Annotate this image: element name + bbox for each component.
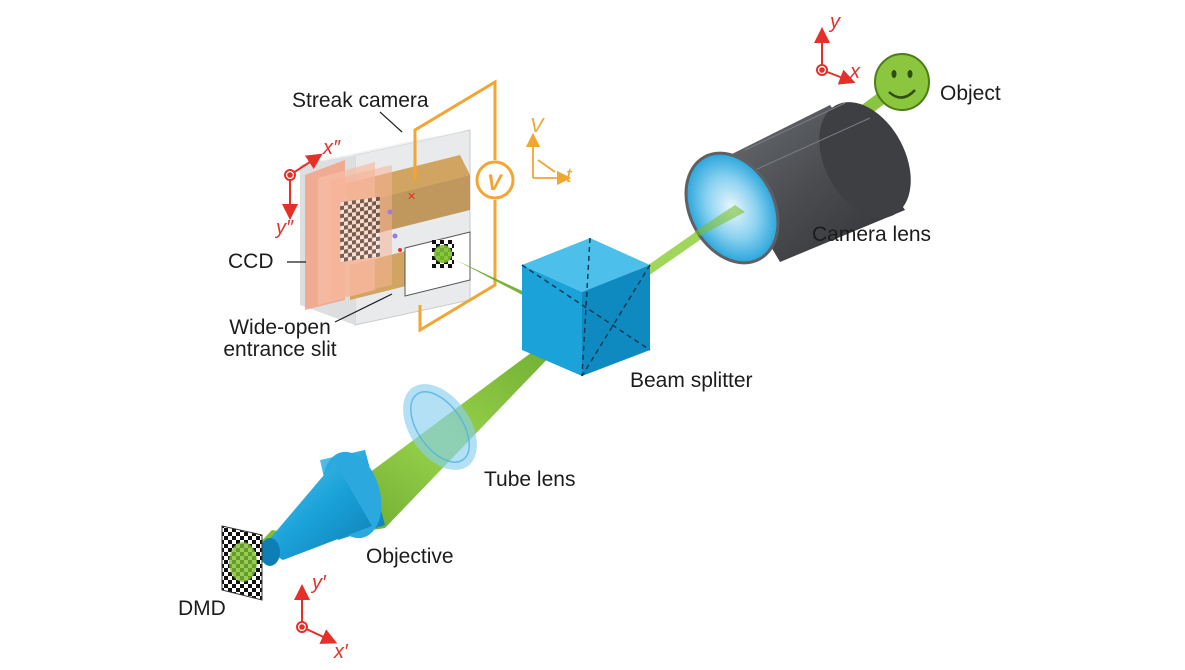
camera-lens <box>684 102 911 265</box>
leader-lines <box>287 111 403 323</box>
label-object: Object <box>940 82 1001 105</box>
object-axis-x: x <box>850 61 860 83</box>
dmd-axes <box>294 584 338 644</box>
label-entrance-slit: Wide-open entrance slit <box>205 316 355 362</box>
object-axes <box>814 27 856 85</box>
streak-axes <box>282 153 323 220</box>
label-camera-lens: Camera lens <box>812 223 932 246</box>
streak-axis-x: x″ <box>323 137 341 159</box>
label-entrance-slit-line1: Wide-open <box>229 316 331 339</box>
objective-lens <box>260 450 385 566</box>
dmd-axis-x: x′ <box>334 641 348 663</box>
label-dmd: DMD <box>178 597 226 620</box>
streak-axis-y: y″ <box>276 217 294 239</box>
label-tube-lens: Tube lens <box>484 468 576 491</box>
sweep-ramp-icon <box>525 132 572 186</box>
sweep-axis-t: t <box>566 165 572 187</box>
label-ccd: CCD <box>228 250 274 273</box>
tube-lens <box>403 384 477 470</box>
svg-text:✕: ✕ <box>407 191 416 203</box>
beam-splitter <box>521 237 651 377</box>
label-objective: Objective <box>366 545 454 568</box>
object-smiley <box>874 53 930 111</box>
streak-camera: ✕ <box>300 129 471 326</box>
label-entrance-slit-line2: entrance slit <box>223 338 337 362</box>
dmd-mask <box>221 525 263 601</box>
dmd-axis-y: y′ <box>312 572 326 594</box>
sweep-circuit <box>413 79 515 333</box>
object-axis-y: y <box>830 11 840 33</box>
sweep-axis-v: V <box>530 115 544 137</box>
voltmeter-symbol: V <box>487 170 504 195</box>
label-streak-camera: Streak camera <box>292 89 429 112</box>
label-beam-splitter: Beam splitter <box>630 369 753 392</box>
